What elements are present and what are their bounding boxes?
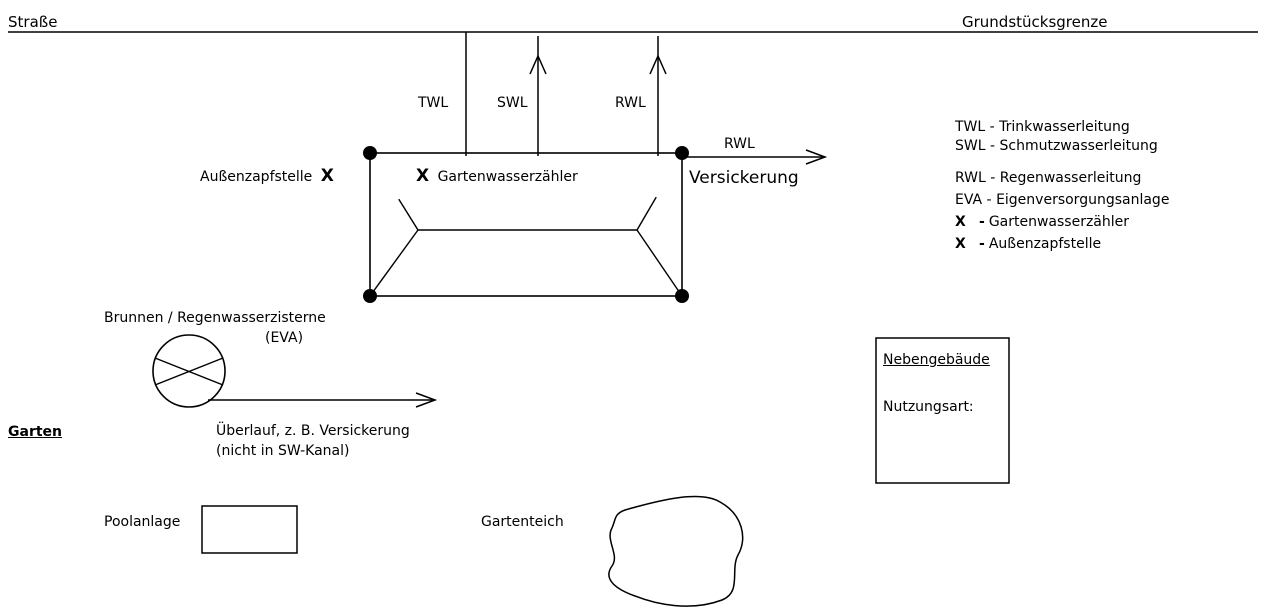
twl-label: TWL — [418, 95, 449, 111]
corner-dot-bottom-right — [675, 289, 689, 303]
well-symbol — [152, 334, 226, 408]
house-diag-mask-right — [654, 155, 682, 198]
legend-item-twl: TWL - Trinkwasserleitung — [955, 119, 1130, 135]
garden-meter-label: X Gartenwasserzähler — [416, 166, 578, 186]
house-inner-bottom-left — [369, 229, 419, 297]
rwl-infiltration-arrowhead — [805, 149, 828, 165]
legend-key: SWL — [955, 138, 986, 154]
legend-key: TWL — [955, 119, 986, 135]
legend-text: Regenwasserleitung — [999, 170, 1142, 186]
garden-label: Garten — [8, 424, 62, 440]
outdoor-tap-text: Außenzapfstelle — [200, 169, 313, 185]
well-cross-b — [154, 357, 224, 386]
legend-sep: - — [982, 192, 997, 208]
rwl-arrowhead — [649, 54, 667, 75]
legend-item-outdoor-tap: X-Außenzapfstelle — [955, 236, 1101, 252]
legend-item-rwl: RWL - Regenwasserleitung — [955, 170, 1141, 186]
house-inner-outline — [369, 152, 683, 231]
overflow-label-line1: Überlauf, z. B. Versickerung — [216, 423, 410, 439]
infiltration-label: Versickerung — [689, 168, 799, 188]
house-inner-bottom-right — [636, 229, 683, 297]
legend-key-x-mark: X — [955, 236, 966, 252]
boundary-label: Grundstücksgrenze — [962, 13, 1108, 31]
outbuilding-usage: Nutzungsart: — [883, 399, 974, 415]
legend-text: Schmutzwasserleitung — [999, 138, 1158, 154]
well-abbr: (EVA) — [265, 330, 304, 346]
legend-text: Trinkwasserleitung — [999, 119, 1130, 135]
pool-label: Poolanlage — [104, 514, 181, 530]
well-title: Brunnen / Regenwasserzisterne — [104, 310, 326, 326]
swl-arrowhead — [529, 54, 547, 75]
outbuilding-title: Nebengebäude — [883, 352, 990, 368]
outdoor-tap-x-mark: X — [320, 166, 334, 186]
legend-sep: - — [979, 236, 985, 252]
rwl-top-label: RWL — [615, 95, 646, 111]
legend-item-garden-meter: X-Gartenwasserzähler — [955, 214, 1129, 230]
corner-dot-bottom-left — [363, 289, 377, 303]
overflow-label-line2: (nicht in SW-Kanal) — [216, 443, 350, 459]
legend-item-eva: EVA - Eigenversorgungsanlage — [955, 192, 1169, 208]
corner-dot-top-right — [675, 146, 689, 160]
legend-text: Eigenversorgungsanlage — [996, 192, 1170, 208]
house-outline — [369, 152, 683, 297]
house-diag-mask-left — [370, 155, 401, 200]
garden-meter-x-mark: X — [416, 166, 430, 186]
pond-label: Gartenteich — [481, 514, 564, 530]
legend-key: RWL — [955, 170, 986, 186]
pond-outline — [608, 495, 744, 607]
legend-text: Gartenwasserzähler — [988, 214, 1130, 230]
legend-sep: - — [985, 170, 1000, 186]
outbuilding-box — [875, 337, 1010, 484]
legend-item-swl: SWL - Schmutzwasserleitung — [955, 138, 1158, 154]
legend-sep: - — [985, 138, 1000, 154]
pool-box — [201, 505, 298, 554]
outdoor-tap-label: Außenzapfstelle X — [200, 166, 334, 186]
legend-key-x-mark: X — [955, 214, 966, 230]
legend-text: Außenzapfstelle — [988, 236, 1102, 252]
garden-meter-text: Gartenwasserzähler — [437, 169, 578, 185]
legend-key: EVA — [955, 192, 983, 208]
legend-sep: - — [985, 119, 1000, 135]
swl-label: SWL — [497, 95, 528, 111]
overflow-arrowhead — [415, 392, 438, 408]
legend-sep: - — [979, 214, 985, 230]
rwl-right-label: RWL — [724, 136, 755, 152]
street-label: Straße — [8, 13, 58, 31]
corner-dot-top-left — [363, 146, 377, 160]
